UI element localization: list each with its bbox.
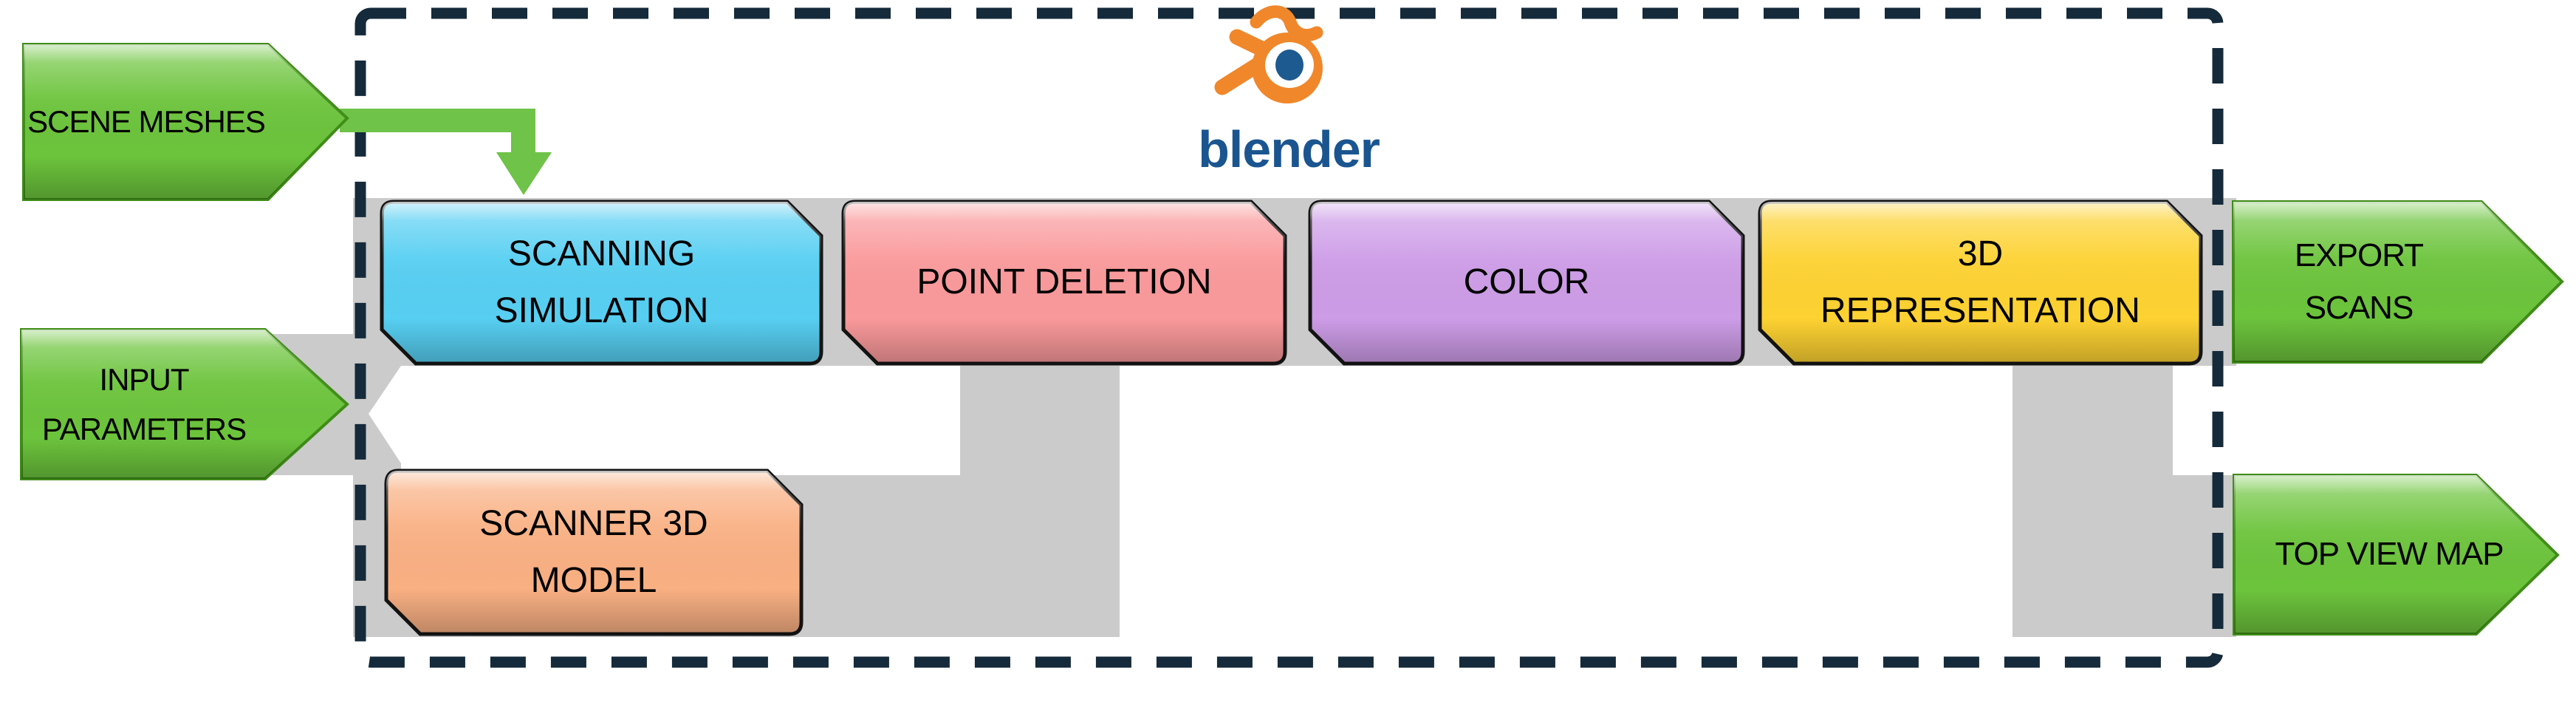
io-arrow-export-scans	[2232, 200, 2563, 364]
stage-box-scanning-simulation	[382, 202, 821, 364]
stage-box-3d-representation	[1760, 202, 2201, 364]
scene-meshes-elbow-arrow-icon	[340, 109, 552, 195]
stage-box-color	[1310, 202, 1743, 364]
connector-top-view-band	[2012, 475, 2236, 637]
io-arrow-scene-meshes	[22, 43, 349, 201]
stage-box-point-deletion	[843, 202, 1285, 364]
connector-point-deletion-drop	[960, 364, 1120, 477]
io-arrow-top-view-map	[2233, 474, 2559, 636]
stage-box-scanner-3d-model	[386, 471, 801, 634]
blender-logo-icon	[1214, 5, 1323, 103]
connector-representation-drop	[2012, 364, 2173, 477]
